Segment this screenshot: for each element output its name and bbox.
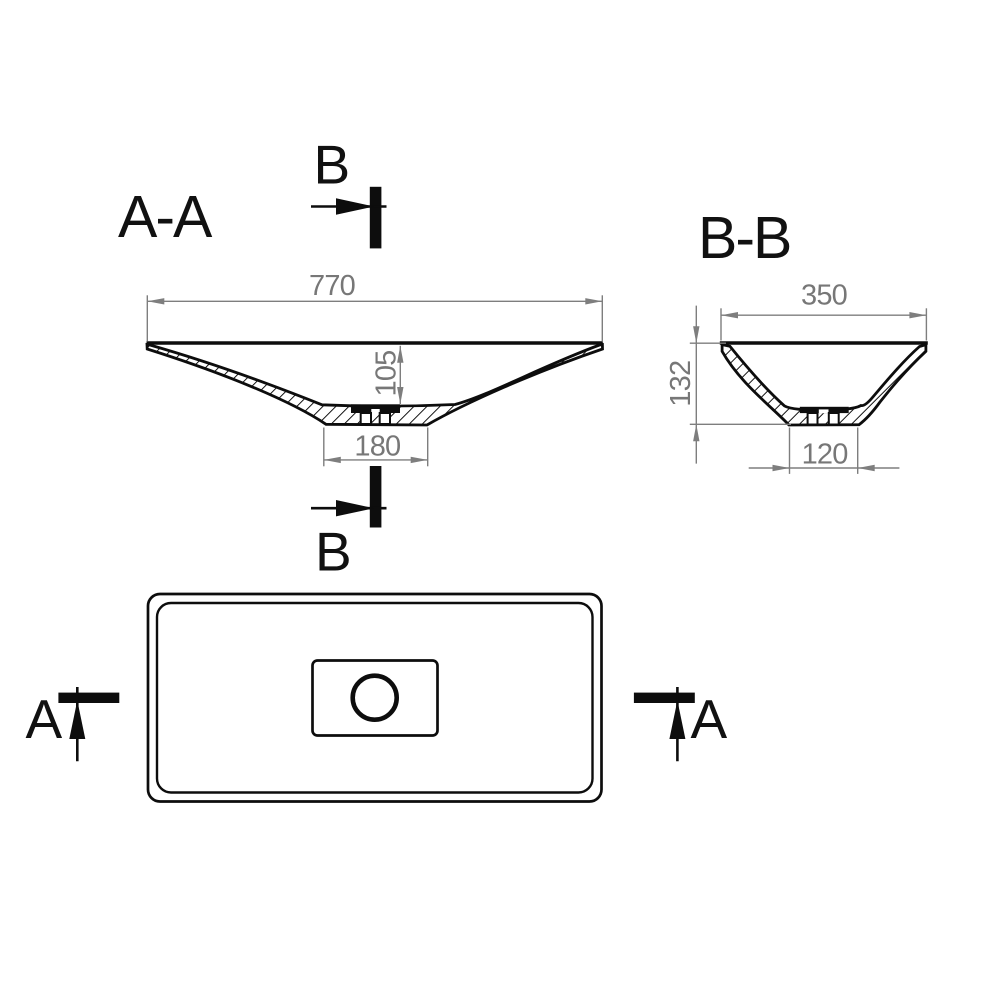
aa-drain-leg-right [378,412,392,425]
plan-view: A A [26,592,728,803]
cut-arrow-head-a-right [669,700,686,739]
section-bb-label: B-B [698,205,790,271]
cut-label-a-right: A [691,688,728,750]
aa-dim-180-arrow-right [410,456,428,464]
cut-arrow-head-b-top [336,198,374,215]
cut-bar-a-left [58,692,120,703]
bb-basin-section [719,341,928,427]
cut-bar-b-top [369,186,382,249]
bb-dim-350-arrow-right [909,312,927,319]
plan-inner-rim [155,601,594,794]
cut-bar-b-bottom [369,466,382,528]
bb-dim-350: 350 [720,280,928,341]
cut-mark-a-left: A [26,687,120,762]
bb-dim-350-text: 350 [801,280,847,312]
cut-label-a-left: A [26,688,63,750]
aa-dim-770-text: 770 [309,270,355,302]
bb-dim-132-arrow-bottom [693,424,700,442]
aa-dim-770-arrow-right [585,298,603,305]
bb-dim-120-arrow-left [772,464,790,472]
bb-dim-350-arrow-left [721,312,738,319]
aa-dim-105: 105 [371,345,404,404]
cut-mark-a-right: A [633,687,728,762]
bb-drain-hole [818,409,829,414]
cut-bar-a-right [633,692,695,703]
aa-dim-770-arrow-left [147,298,165,305]
plan-drain-hole [350,673,400,723]
aa-dim-105-text: 105 [371,351,403,397]
section-bb-view: B-B 350 132 [665,205,928,474]
section-aa-view: A-A B 770 [118,134,604,583]
bb-dim-132-arrow-top [693,326,700,344]
bb-dim-120-text: 120 [802,438,848,470]
aa-dim-180-arrow-left [323,456,341,464]
aa-drain-hole [371,409,380,413]
aa-dim-770: 770 [146,270,603,341]
cut-arrow-head-a-left [69,700,86,739]
aa-dim-180-text: 180 [354,430,400,462]
aa-dim-105-arrow-top [397,345,404,363]
bb-drain-leg-right [827,412,840,426]
section-aa-label: A-A [118,184,213,250]
bb-dim-132: 132 [665,305,791,464]
plan-drain-recess [311,659,439,737]
bb-dim-120-arrow-right [857,464,875,472]
bb-dim-120: 120 [748,427,900,474]
aa-drain-flange [351,404,400,413]
cut-mark-b-bottom: B [311,466,387,583]
aa-dim-180: 180 [323,427,429,467]
bb-dim-132-text: 132 [665,361,697,407]
bb-drain-leg-left [806,412,819,426]
aa-basin-section [145,341,604,427]
bb-wall-section [720,342,928,427]
plan-outer-rect [146,592,603,803]
cut-label-b-bottom: B [315,521,352,583]
cut-arrow-head-b-bottom [336,500,374,517]
cut-mark-b-top: B [311,134,387,249]
aa-drain-leg-left [359,412,373,425]
aa-dim-105-arrow-bottom [397,387,404,404]
cut-label-b-top: B [314,134,351,196]
